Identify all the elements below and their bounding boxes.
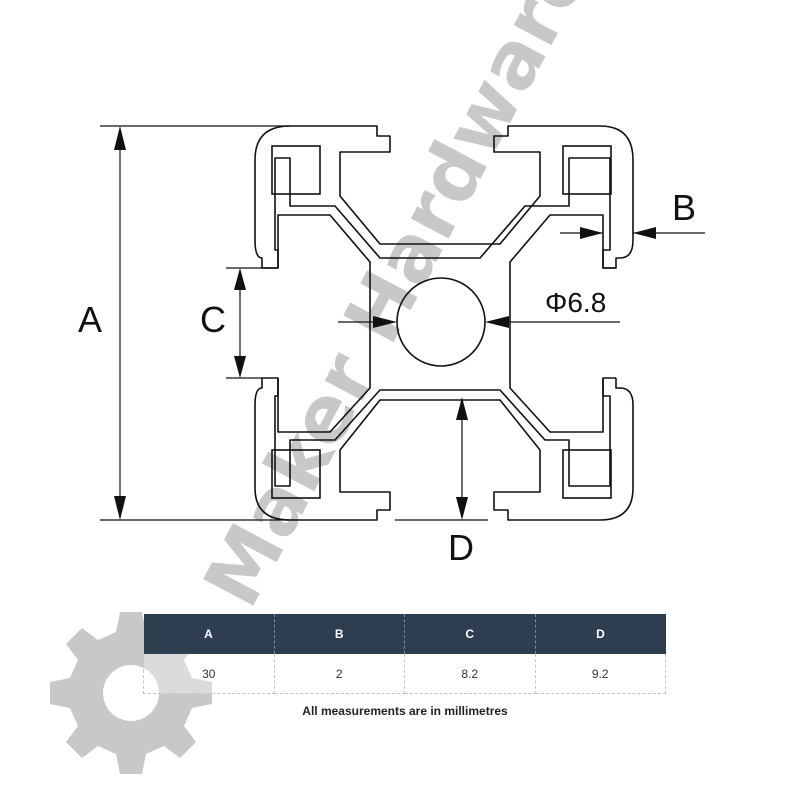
table-row: 30 2 8.2 9.2 xyxy=(143,654,666,694)
value-b: 2 xyxy=(273,654,405,694)
profile-outline xyxy=(254,125,634,269)
extrusion-profile-diagram: A C B Φ6.8 D xyxy=(78,125,705,568)
profile-lower-outline xyxy=(254,378,634,521)
corner-hole-top-left xyxy=(271,145,321,195)
dimension-c xyxy=(226,267,262,379)
corner-hole-top-right xyxy=(562,145,612,195)
center-bore xyxy=(396,277,486,367)
header-c: C xyxy=(404,614,536,654)
dimension-a xyxy=(100,125,290,521)
dimensions-table: A B C D 30 2 8.2 9.2 xyxy=(143,614,666,694)
label-b: B xyxy=(672,187,696,228)
header-a: A xyxy=(143,614,275,654)
profile-core xyxy=(262,214,371,433)
corner-hole-bottom-left xyxy=(271,449,321,499)
label-c: C xyxy=(200,299,226,340)
header-b: B xyxy=(274,614,405,654)
header-d: D xyxy=(535,614,666,654)
label-a: A xyxy=(78,299,102,340)
dimension-d xyxy=(395,397,488,521)
table-header-row: A B C D xyxy=(143,614,666,654)
dimension-b xyxy=(560,227,705,239)
corner-hole-bottom-right xyxy=(562,449,612,499)
dimension-diameter xyxy=(338,316,620,328)
units-caption: All measurements are in millimetres xyxy=(302,704,508,718)
value-a: 30 xyxy=(143,654,275,694)
label-d: D xyxy=(448,527,474,568)
value-c: 8.2 xyxy=(404,654,536,694)
value-d: 9.2 xyxy=(534,654,666,694)
label-diameter: Φ6.8 xyxy=(545,287,606,318)
